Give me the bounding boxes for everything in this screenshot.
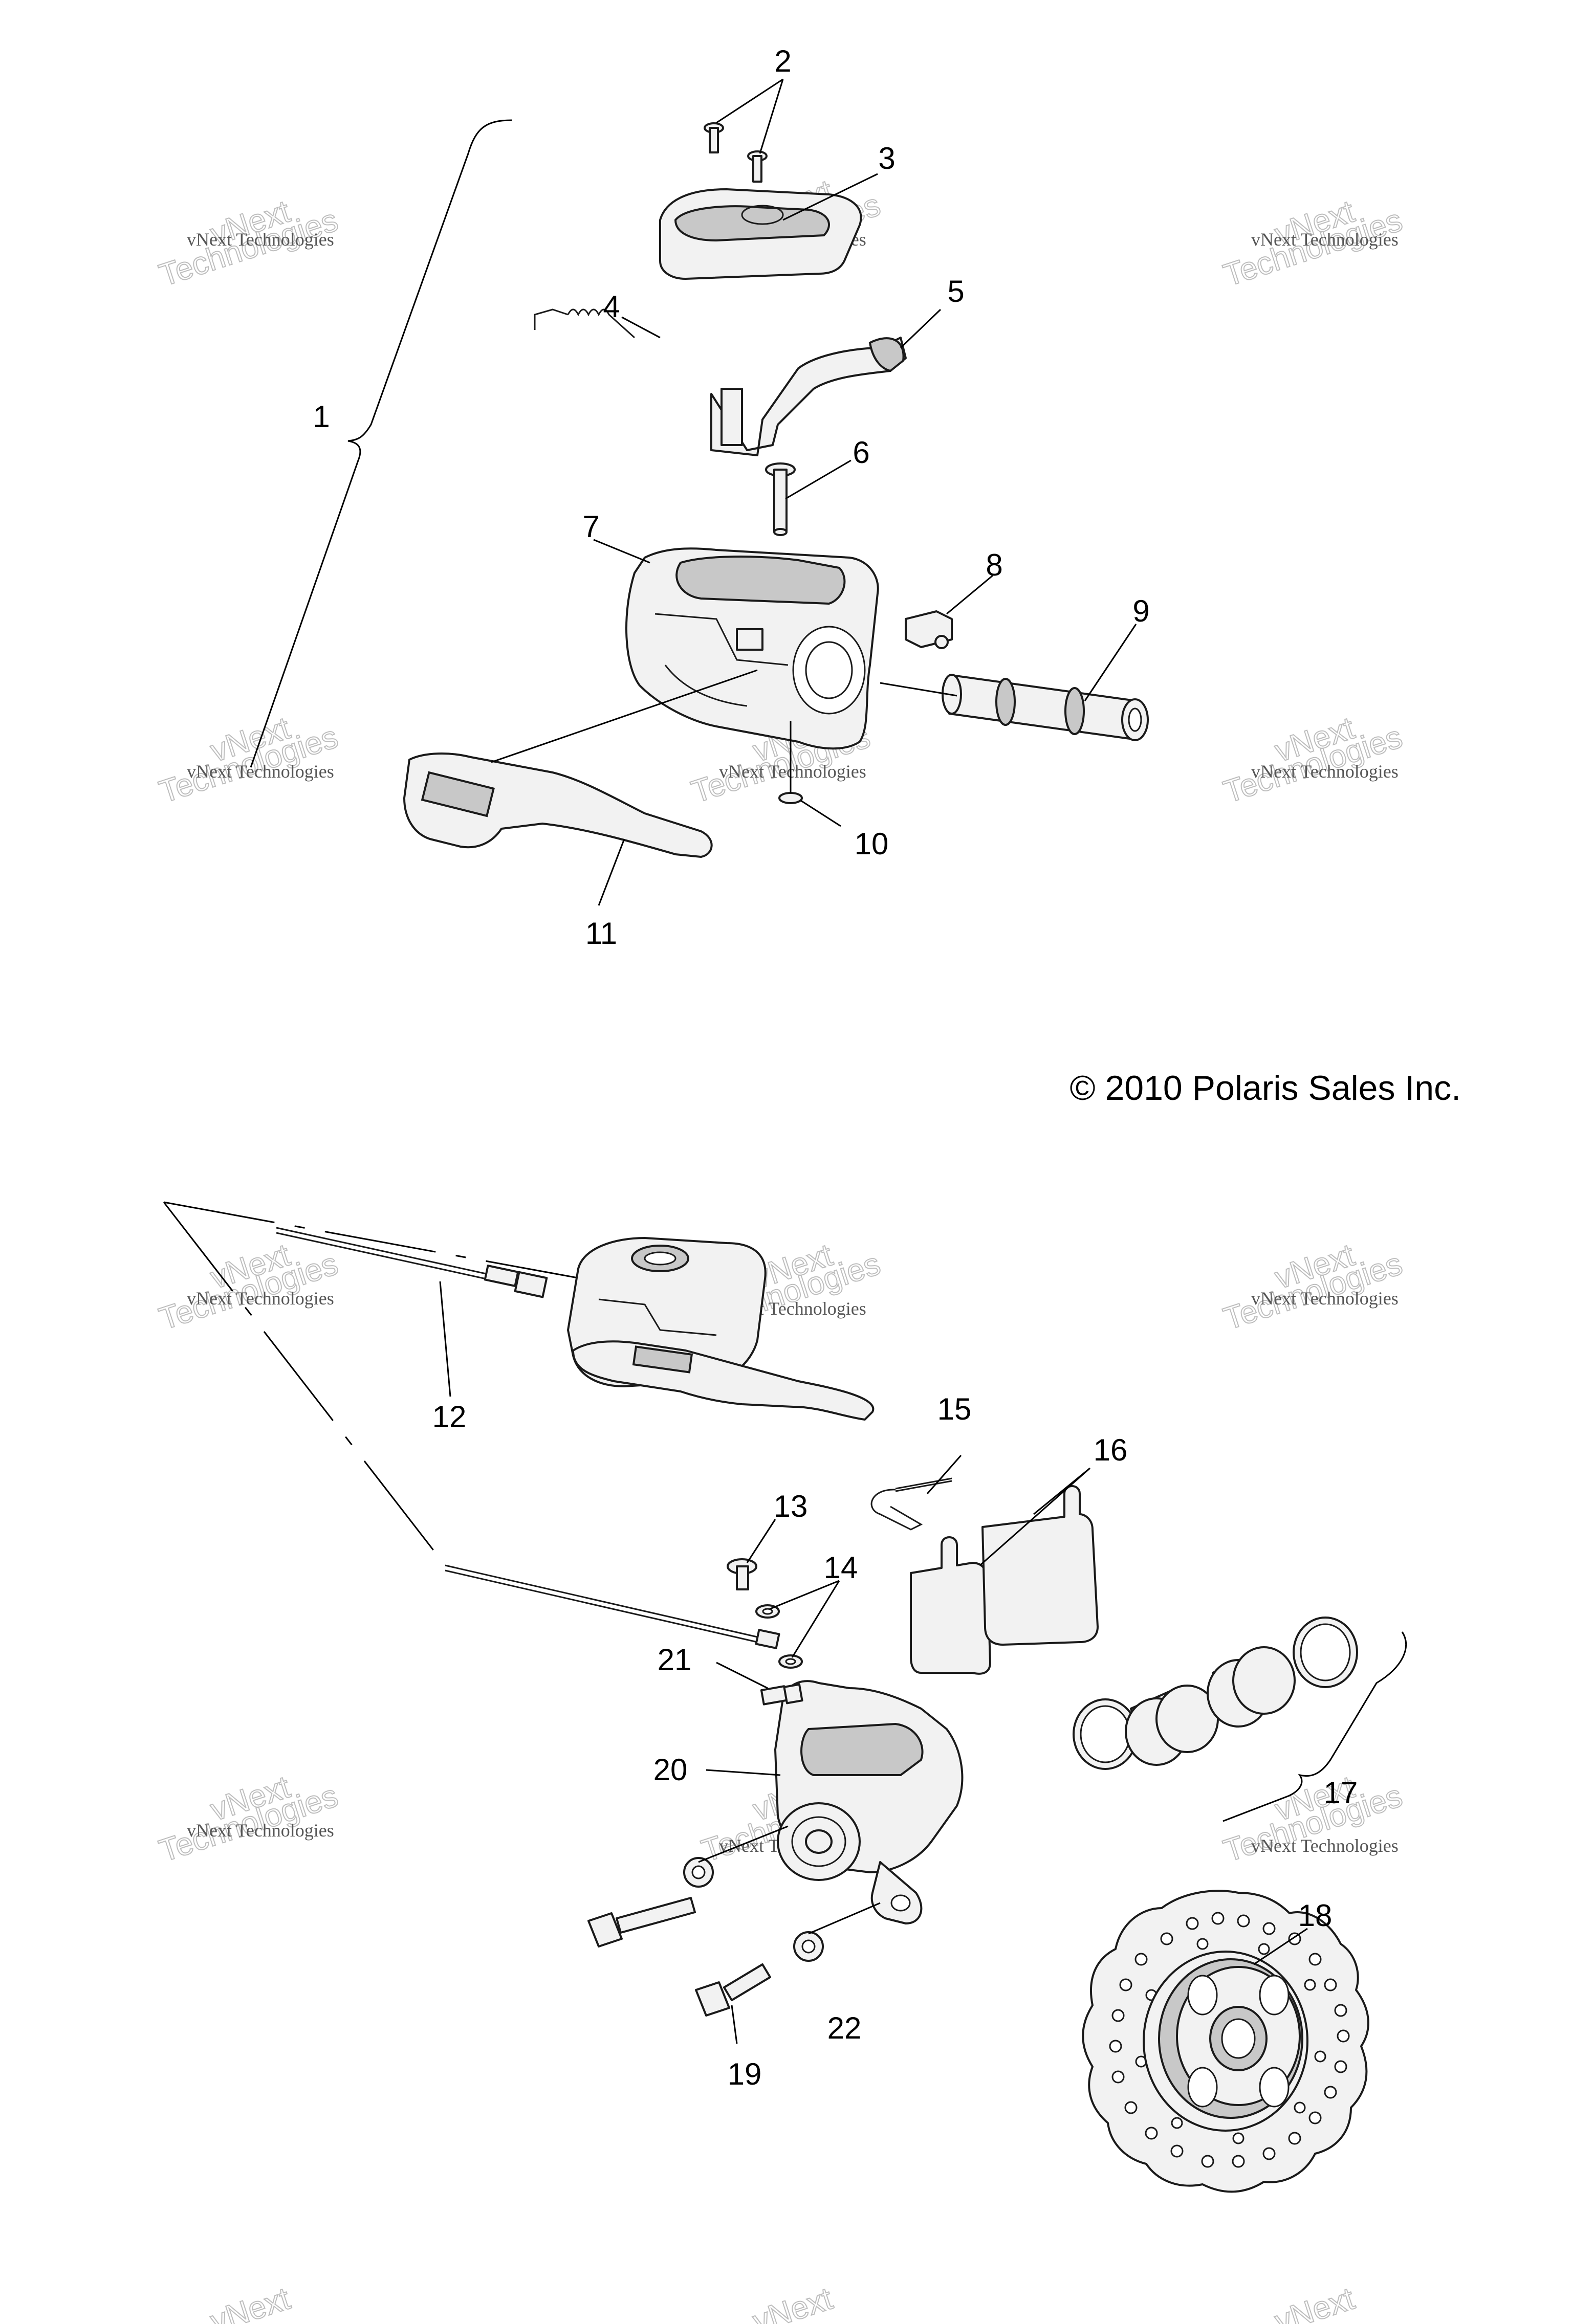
callout-5: 5 (947, 274, 964, 308)
leader-lines-bottom (439, 1281, 1308, 2044)
mounting-bolts-part-19[interactable] (587, 1897, 771, 2017)
washer-part-10[interactable] (778, 792, 803, 804)
callout-19: 19 (728, 2057, 762, 2091)
bleeder-part-21[interactable] (760, 1683, 803, 1706)
brake-line-part-12[interactable] (276, 1227, 780, 1649)
callout-9: 9 (1132, 594, 1149, 628)
screw-part-2[interactable] (704, 122, 768, 183)
callout-18: 18 (1298, 1898, 1333, 1933)
callout-14: 14 (824, 1551, 858, 1585)
watermark: vNext Technologies vNext Technologies (1219, 193, 1407, 294)
watermark: vNext Technologies vNext Technologies (155, 1237, 343, 1338)
callout-7: 7 (582, 510, 599, 544)
brake-lever-part-11[interactable] (403, 752, 713, 858)
pin-part-6[interactable] (765, 462, 796, 536)
callout-1: 1 (313, 400, 330, 434)
watermark: vNext Technologies vNext Technologies (155, 193, 343, 294)
svg-text:vNext Technologies: vNext Technologies (187, 229, 334, 250)
callout-21: 21 (658, 1643, 692, 1677)
disc-holes (1109, 1912, 1350, 2168)
spring-part-4[interactable] (534, 308, 636, 339)
master-cylinder-assembled[interactable] (567, 1237, 875, 1421)
throttle-tube-part-9[interactable] (942, 674, 1149, 741)
svg-text:vNext Technologies: vNext Technologies (187, 761, 334, 782)
callouts-bottom: 12 13 14 15 16 17 18 19 20 21 22 (432, 1392, 1358, 2091)
callout-12: 12 (432, 1400, 467, 1434)
callout-11: 11 (585, 916, 617, 950)
callout-10: 10 (855, 827, 889, 861)
leader-lines-top (491, 78, 1137, 906)
svg-text:vNext: vNext (749, 2281, 837, 2324)
reservoir-cover-part-3[interactable] (659, 188, 862, 280)
watermark: vNext Technologies vNext Technologies (1219, 1237, 1407, 1338)
svg-text:vNext Technologies: vNext Technologies (1251, 761, 1399, 782)
callout-13: 13 (774, 1489, 808, 1523)
assembly-bracket-1 (250, 119, 512, 768)
svg-text:vNext Technologies: vNext Technologies (187, 1820, 334, 1841)
svg-text:vNext Technologies: vNext Technologies (719, 761, 866, 782)
copyright-notice: © 2010 Polaris Sales Inc. (1069, 1069, 1461, 1108)
callout-20: 20 (653, 1753, 688, 1787)
pad-clip-part-15[interactable] (870, 1477, 952, 1531)
brake-switch-part-8[interactable] (905, 610, 953, 649)
svg-text:vNext Technologies: vNext Technologies (187, 1288, 334, 1309)
callout-8: 8 (986, 548, 1002, 582)
svg-text:vNext: vNext (206, 2281, 294, 2324)
callouts-top: 1 2 3 4 5 6 7 8 9 10 11 (313, 44, 1149, 950)
master-cylinder-body-part-7[interactable] (625, 547, 879, 750)
washer-part-22[interactable] (683, 1857, 824, 1962)
svg-text:vNext Technologies: vNext Technologies (1251, 1835, 1399, 1856)
brake-disc-part-18[interactable] (1082, 1890, 1369, 2193)
callout-15: 15 (937, 1392, 972, 1426)
callout-3: 3 (878, 141, 895, 175)
svg-text:vNext Technologies: vNext Technologies (1251, 1288, 1399, 1309)
brake-pads-part-16[interactable] (910, 1485, 1099, 1675)
watermark: vNext Technologies vNext Technologies (1219, 710, 1407, 811)
callout-17: 17 (1324, 1776, 1358, 1810)
banjo-bolt-part-13[interactable] (727, 1558, 757, 1590)
callout-16: 16 (1094, 1433, 1128, 1467)
watermark: vNext Technologies vNext Technologies (155, 710, 343, 811)
caliper-part-20[interactable] (774, 1680, 964, 1924)
callout-22: 22 (827, 2011, 862, 2045)
callout-4: 4 (603, 290, 620, 324)
svg-text:vNext: vNext (1271, 2281, 1359, 2324)
watermark: vNext vNext vNext (206, 2281, 1359, 2324)
callout-6: 6 (853, 435, 869, 470)
watermark: vNext Technologies vNext Technologies (155, 1769, 343, 1870)
callout-2: 2 (774, 44, 791, 78)
assembly-bracket-17 (1222, 1631, 1407, 1822)
svg-text:vNext Technologies: vNext Technologies (1251, 229, 1399, 250)
pistons-seals-part-17[interactable] (1073, 1617, 1358, 1770)
watermark: vNext Technologies vNext Technologies (1219, 1769, 1407, 1870)
lever-pivot-part-5[interactable] (710, 337, 907, 456)
brake-line-routing (163, 1201, 584, 1566)
